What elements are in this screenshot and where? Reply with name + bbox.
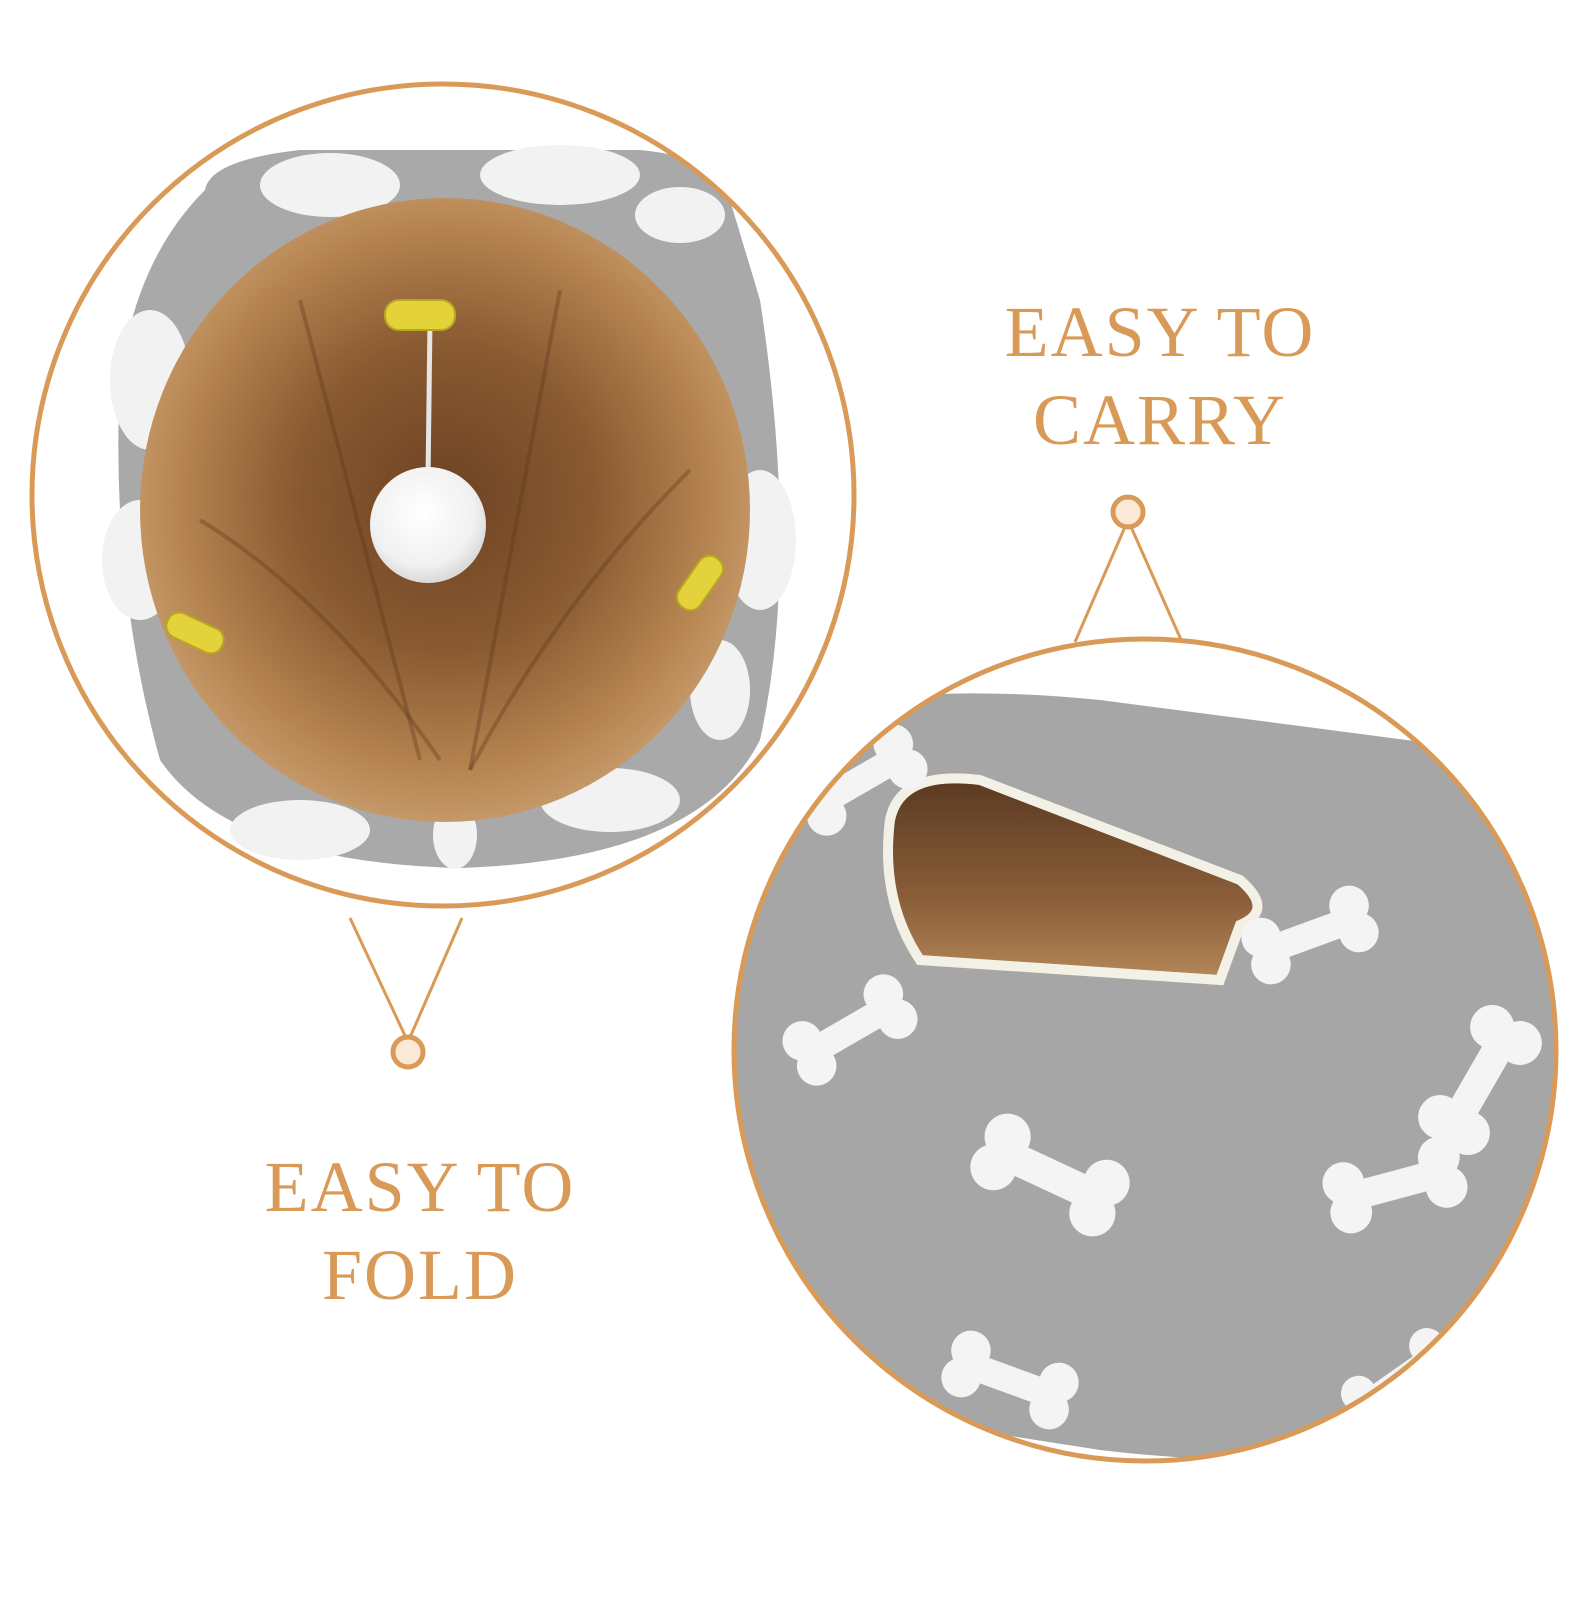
photo-tunnel-end-view — [32, 84, 854, 906]
caption-fold-line2: FOLD — [321, 1235, 518, 1315]
caption-easy-to-fold: EASY TO FOLD — [220, 1143, 620, 1319]
toy-cord — [425, 319, 433, 481]
caption-carry-line1: EASY TO — [1004, 292, 1316, 372]
callout-fold — [348, 917, 464, 1070]
caption-easy-to-carry: EASY TO CARRY — [960, 288, 1360, 464]
callout-carry — [1073, 494, 1184, 643]
frame-circle-left — [29, 81, 857, 909]
toy-clip-right — [675, 554, 725, 612]
caption-carry-line2: CARRY — [1032, 380, 1288, 460]
caption-fold-line1: EASY TO — [264, 1147, 576, 1227]
toy-clip-left — [165, 611, 225, 655]
toy-pompom — [370, 467, 486, 583]
toy-clip-top — [384, 299, 456, 331]
tunnel-opening — [883, 773, 1263, 986]
photo-tunnel-side-view — [734, 639, 1556, 1461]
frame-circle-right — [731, 636, 1559, 1464]
